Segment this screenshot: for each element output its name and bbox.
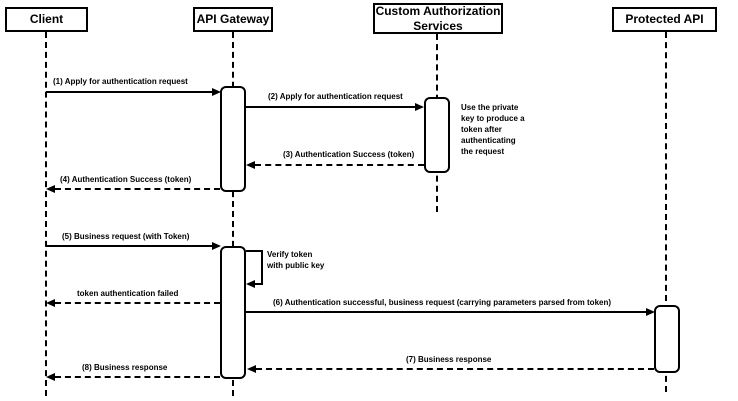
arrowhead-left-icon xyxy=(246,280,255,288)
note-verify-token: Verify token with public key xyxy=(267,250,325,270)
message-5-line xyxy=(46,245,212,247)
arrowhead-right-icon xyxy=(212,242,221,250)
message-1-line xyxy=(46,91,212,93)
message-8-line xyxy=(55,376,220,378)
participant-box-client: Client xyxy=(5,7,88,32)
activation-bar-api-gateway-business xyxy=(220,246,246,379)
message-3-label: (3) Authentication Success (token) xyxy=(283,150,415,159)
participant-label-client: Client xyxy=(29,12,64,27)
activation-bar-custom-authorization xyxy=(424,97,450,173)
arrowhead-right-icon xyxy=(212,88,221,96)
arrowhead-left-icon xyxy=(46,373,55,381)
participant-label-protected-api: Protected API xyxy=(625,12,704,27)
message-2-label: (2) Apply for authentication request xyxy=(268,92,403,101)
message-1-label: (1) Apply for authentication request xyxy=(53,77,188,86)
participant-label-custom-authorization-services: Custom Authorization Services xyxy=(375,4,501,33)
self-message-top-line xyxy=(246,250,263,252)
activation-bar-api-gateway-auth xyxy=(220,86,246,192)
activation-bar-protected-api xyxy=(654,305,680,373)
message-6-label: (6) Authentication successful, business … xyxy=(273,298,612,307)
message-6-line xyxy=(246,311,646,313)
arrowhead-right-icon xyxy=(415,103,424,111)
arrowhead-left-icon xyxy=(46,185,55,193)
arrowhead-left-icon xyxy=(46,299,55,307)
lifeline-api-gateway xyxy=(232,32,234,396)
lifeline-client xyxy=(45,32,47,396)
arrowhead-right-icon xyxy=(646,308,655,316)
note-private-key: Use the private key to produce a token a… xyxy=(461,103,525,156)
message-3-line xyxy=(255,164,424,166)
message-4-line xyxy=(55,188,220,190)
participant-box-api-gateway: API Gateway xyxy=(193,7,273,32)
self-message-vertical-line xyxy=(261,250,263,285)
participant-box-protected-api: Protected API xyxy=(612,7,717,32)
message-token-failed-line xyxy=(55,302,220,304)
participant-box-custom-authorization-services: Custom Authorization Services xyxy=(373,3,503,34)
arrowhead-left-icon xyxy=(247,365,256,373)
arrowhead-left-icon xyxy=(246,161,255,169)
message-2-line xyxy=(246,106,415,108)
message-7-label: (7) Business response xyxy=(406,355,492,364)
message-5-label: (5) Business request (with Token) xyxy=(62,232,190,241)
self-message-bottom-line xyxy=(255,283,263,285)
message-4-label: (4) Authentication Success (token) xyxy=(60,175,192,184)
message-7-line xyxy=(256,368,654,370)
lifeline-protected-api xyxy=(665,32,667,392)
message-8-label: (8) Business response xyxy=(82,363,168,372)
message-token-failed-label: token authentication failed xyxy=(77,289,179,298)
participant-label-api-gateway: API Gateway xyxy=(196,12,270,27)
